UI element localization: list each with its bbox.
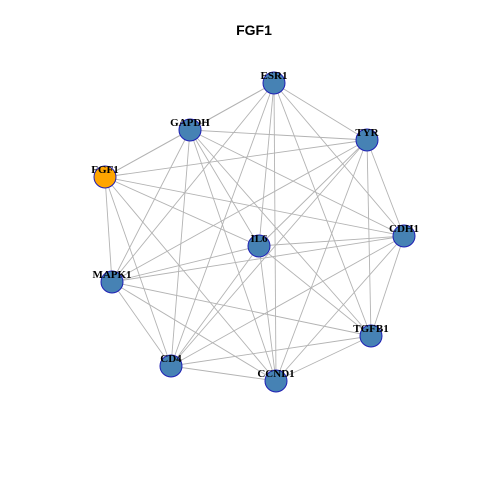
- edge-gapdh-ccnd1: [189, 129, 277, 382]
- edge-cdh1-il6: [258, 235, 405, 247]
- edge-esr1-tgfb1: [273, 82, 372, 337]
- node-label-fgf1: FGF1: [91, 164, 119, 176]
- edge-tgfb1-cd4: [170, 335, 372, 367]
- edge-esr1-cdh1: [273, 82, 405, 237]
- edge-cdh1-ccnd1: [275, 235, 405, 382]
- edge-gapdh-tgfb1: [189, 129, 372, 337]
- edge-mapk1-tgfb1: [111, 281, 372, 337]
- node-mapk1: [100, 270, 124, 294]
- diagram-title: FGF1: [236, 22, 272, 38]
- node-label-tgfb1: TGFB1: [353, 323, 388, 335]
- edge-tyr-il6: [258, 139, 368, 247]
- edge-gapdh-mapk1: [111, 129, 191, 283]
- edge-mapk1-ccnd1: [111, 281, 277, 382]
- edge-il6-mapk1: [111, 245, 260, 283]
- node-esr1: [262, 71, 286, 95]
- edge-cd4-ccnd1: [170, 365, 277, 382]
- edge-tyr-ccnd1: [275, 139, 368, 382]
- node-il6: [247, 234, 271, 258]
- edge-gapdh-fgf1: [104, 129, 191, 178]
- node-layer: [93, 71, 416, 393]
- edge-fgf1-il6: [104, 176, 260, 247]
- edge-esr1-mapk1: [111, 82, 275, 283]
- node-label-cdh1: CDH1: [389, 223, 419, 235]
- node-cd4: [159, 354, 183, 378]
- node-ccnd1: [264, 369, 288, 393]
- node-label-esr1: ESR1: [261, 70, 288, 82]
- node-label-cd4: CD4: [160, 353, 182, 365]
- edge-tgfb1-ccnd1: [275, 335, 372, 382]
- edge-fgf1-cd4: [104, 176, 172, 367]
- edge-fgf1-mapk1: [104, 176, 113, 283]
- edge-tyr-cd4: [170, 139, 368, 367]
- edge-layer: [104, 82, 405, 382]
- edge-fgf1-ccnd1: [104, 176, 277, 382]
- edge-mapk1-cd4: [111, 281, 172, 367]
- edge-il6-ccnd1: [258, 245, 277, 382]
- edge-gapdh-cd4: [170, 129, 191, 367]
- node-cdh1: [392, 224, 416, 248]
- edge-il6-cd4: [170, 245, 260, 367]
- edge-tyr-cdh1: [366, 139, 405, 237]
- edge-cdh1-cd4: [170, 235, 405, 367]
- node-label-mapk1: MAPK1: [92, 269, 131, 281]
- node-tyr: [355, 128, 379, 152]
- node-label-ccnd1: CCND1: [257, 368, 294, 380]
- edge-fgf1-cdh1: [104, 176, 405, 237]
- edge-esr1-il6: [258, 82, 275, 247]
- edge-cdh1-mapk1: [111, 235, 405, 283]
- node-fgf1: [93, 165, 117, 189]
- edge-tyr-mapk1: [111, 139, 368, 283]
- node-label-tyr: TYR: [355, 127, 379, 139]
- edge-esr1-tyr: [273, 82, 368, 141]
- node-label-gapdh: GAPDH: [170, 117, 210, 129]
- node-label-il6: IL6: [250, 233, 268, 245]
- edge-tyr-fgf1: [104, 139, 368, 178]
- edge-gapdh-il6: [189, 129, 260, 247]
- edge-cdh1-tgfb1: [370, 235, 405, 337]
- node-tgfb1: [359, 324, 383, 348]
- edge-gapdh-tyr: [189, 129, 368, 141]
- edge-esr1-ccnd1: [273, 82, 277, 382]
- edge-il6-tgfb1: [258, 245, 372, 337]
- node-gapdh: [178, 118, 202, 142]
